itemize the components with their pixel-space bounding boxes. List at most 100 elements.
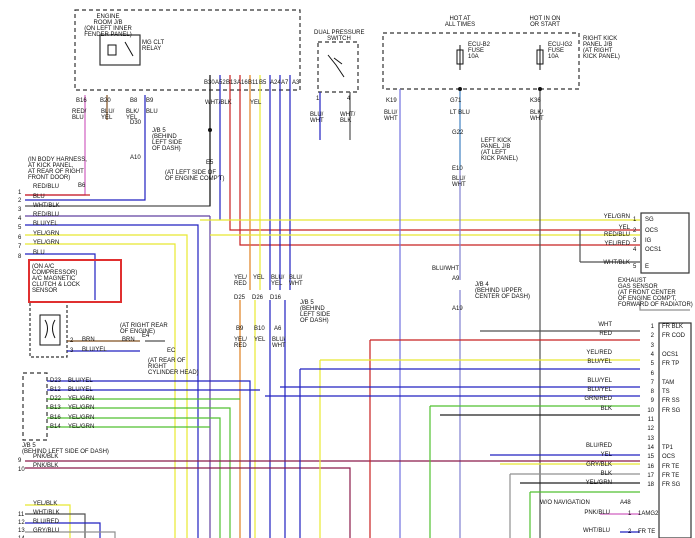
lower-row-9-num: 9	[18, 458, 22, 464]
relay-box	[99, 34, 141, 66]
harness-label: (IN BODY HARNESS, AT KICK PANEL, AT REAR…	[28, 157, 87, 181]
compressor-pin-2: 2	[70, 338, 74, 344]
left-row-7-label: YEL/GRN	[33, 240, 60, 246]
press-wire-4: WHT/ BLK	[340, 112, 356, 124]
exhaust-wire-2: YEL	[618, 225, 630, 231]
lower-row-10-num: 10	[18, 467, 25, 473]
lower-row-10-label: PNK/BLK	[33, 463, 59, 469]
mid-pin-d26: D26	[252, 295, 264, 301]
left-kick-label: LEFT KICK PANEL J/B (AT LEFT KICK PANEL)	[481, 138, 518, 162]
ecm-row-signal: TS	[662, 389, 670, 396]
ecm-row-wire: BLU/YEL	[587, 359, 612, 366]
fuse-left-title: HOT AT ALL TIMES	[444, 16, 476, 28]
mid-lower-pin-b10: B10	[254, 326, 265, 332]
ecm-row-pin: 17	[647, 472, 654, 479]
ecm-row-signal: FR SG	[662, 482, 681, 489]
compressor-pin-3: 3	[70, 348, 74, 354]
nav-pin-1: 1	[628, 511, 632, 517]
exhaust-wire-1: YEL/GRN	[603, 214, 630, 220]
ecm-row-signal: FR TE	[662, 472, 680, 479]
left-row-8-num: 8	[18, 254, 22, 260]
wire-k36-label: BLK/ WHT	[530, 110, 544, 122]
jb5-top-pin-d30: D30	[130, 120, 142, 126]
jb5-row-1-wire: BLU/YEL	[68, 378, 93, 384]
left-row-5-label: BLU/YEL	[33, 221, 58, 227]
bottom-row-13-num: 13	[18, 528, 25, 534]
jb5-row-5-wire: YEL/GRN	[68, 415, 95, 421]
wire-row-6	[25, 234, 188, 538]
ecm-row-pin: 6	[650, 370, 654, 377]
left-kick-pin-e10: E10	[452, 166, 463, 172]
jb5-row-2-wire: BLU/YEL	[68, 387, 93, 393]
exhaust-sig-5: E	[645, 264, 650, 270]
left-row-2-num: 2	[18, 198, 22, 204]
ecm-row-wire: YEL/RED	[586, 349, 612, 356]
jb5-row-6-pin: B14	[50, 424, 61, 430]
exhaust-sig-3: IG	[645, 238, 652, 244]
left-row-2-label: BLU	[33, 194, 45, 200]
switch-symbol	[327, 54, 345, 78]
left-row-3-num: 3	[18, 207, 22, 213]
left-row-1-num: 1	[18, 190, 22, 196]
ecm-row-pin: 2	[650, 333, 654, 340]
engine-pin-b20: B20	[100, 98, 111, 104]
clutch-symbol	[39, 314, 61, 346]
ecm-row-wire: BLU/RED	[585, 442, 612, 449]
ecm-row-signal: FR BLK	[662, 324, 684, 330]
wire-c9	[429, 405, 640, 538]
bottom-row-14-label: GRY/BLU	[33, 528, 60, 534]
ecm-row-pin: 7	[650, 379, 654, 386]
ecm-row-pin: 8	[650, 389, 654, 396]
relay-label: MG CLT RELAY	[142, 40, 165, 52]
compressor-label: (ON A/C COMPRESSOR) A/C MAGNETIC CLUTCH …	[32, 264, 81, 294]
ecm-row-wire: YEL/GRN	[585, 480, 612, 487]
jb4-label: J/B 4 (BEHIND UPPER CENTER OF DASH)	[475, 282, 531, 300]
fuse-right-symbol	[536, 45, 544, 70]
center-wire-1: WHT/BLK	[205, 100, 232, 106]
ecm-row-signal: TAM	[662, 379, 675, 386]
wire-bl-3	[25, 522, 101, 538]
ecm-row-signal: FR SS	[662, 398, 680, 405]
jb5-row-4-wire: YEL/GRN	[68, 405, 95, 411]
fuse-left-name: ECU-B2 FUSE 10A	[468, 42, 491, 60]
fuse-right-name: ECU-IG2 FUSE 10A	[548, 42, 573, 60]
wire-blu-top	[25, 95, 146, 201]
ecm-row-wire: BLU/YEL	[587, 377, 612, 384]
exhaust-connector-box	[640, 212, 690, 274]
left-row-7-num: 7	[18, 244, 22, 250]
jb5-row-3-wire: YEL/GRN	[68, 396, 95, 402]
wire-pnk-2	[25, 467, 351, 538]
wire-bl-2	[25, 513, 86, 538]
ecm-row-wire: RED	[599, 331, 612, 338]
engine-pin-b16: B16	[76, 98, 87, 104]
e5-pin: E5	[206, 160, 214, 166]
ecm-row-signal: OCS	[662, 454, 676, 461]
nav-label: W/O NAVIGATION	[540, 500, 590, 506]
fuse-left-symbol	[456, 45, 464, 70]
bottom-row-12-num: 12	[18, 520, 25, 526]
highlight-box	[28, 259, 122, 303]
left-row-6-label: YEL/GRN	[33, 231, 60, 237]
wire-bl-1	[25, 504, 71, 538]
pin-k19: K19	[386, 98, 397, 104]
mid-lower-pin-b9: B9	[236, 326, 244, 332]
ecm-connector-box	[658, 322, 692, 538]
mid-lower-wire-3: BLU/ WHT	[272, 337, 286, 349]
compressor-wire-bluyel: BLU/YEL	[82, 347, 107, 353]
ecm-row-wire: GRN/RED	[584, 396, 612, 403]
bottom-row-13-label: BLU/RED	[33, 519, 60, 525]
engine-jb-title: ENGINE ROOM J/B (ON LEFT INNER FENDER PA…	[84, 14, 132, 38]
wire-jb5-1	[47, 380, 251, 538]
ecm-row-pin: 3	[650, 342, 654, 349]
jb5-row-1-pin: D23	[50, 378, 62, 384]
exhaust-pin-4: 4	[633, 247, 637, 253]
jb5-top-label: J/B 5 (BEHIND LEFT SIDE OF DASH)	[152, 128, 183, 152]
nav-wire-1: PNK/BLU	[584, 510, 610, 516]
ecm-row-wire: BLU/YEL	[587, 387, 612, 394]
pin-k36: K36	[530, 98, 541, 104]
left-row-3-label: WHT/BLK	[33, 203, 60, 209]
bottom-row-11-num: 11	[18, 512, 25, 518]
center-pin-7: A24	[270, 80, 281, 86]
pressure-switch-box	[317, 41, 359, 93]
